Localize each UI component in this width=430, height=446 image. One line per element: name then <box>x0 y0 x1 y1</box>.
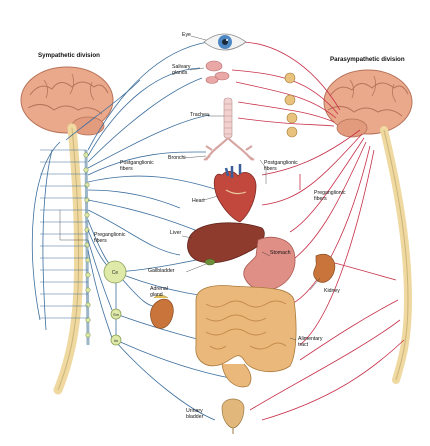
eye <box>203 33 247 51</box>
svg-text:Sm: Sm <box>113 312 120 317</box>
label-salivary-glands: Salivary glands <box>172 64 191 76</box>
label-kidney: Kidney <box>324 288 340 294</box>
intestines <box>195 285 297 388</box>
label-heart: Heart <box>192 198 205 204</box>
gallbladder <box>204 258 216 266</box>
bronchi <box>203 137 255 161</box>
label-gallbladder: Gallbladder <box>148 268 175 274</box>
label-preganglionic-right: Preganglionic fibers <box>314 190 346 202</box>
adrenal-gland <box>150 294 174 329</box>
label-postganglionic-left: Postganglionic fibers <box>120 160 154 172</box>
spinal-cord-right <box>380 126 413 384</box>
brain-left <box>20 66 114 136</box>
label-liver: Liver <box>170 230 182 236</box>
urinary-bladder <box>221 398 245 434</box>
parasympathetic-ganglia <box>284 72 298 138</box>
liver <box>187 222 265 264</box>
trachea <box>223 97 233 139</box>
label-bronchi: Bronchi <box>168 155 186 161</box>
celiac-ganglion: Ce <box>103 260 127 284</box>
label-adrenal-gland: Adrenal gland <box>150 286 168 298</box>
salivary-glands <box>205 60 230 84</box>
parasympathetic-division-title: Parasympathetic division <box>330 56 405 63</box>
label-leaders <box>59 35 321 341</box>
parasympathetic-nerves <box>231 41 405 421</box>
stomach <box>243 236 296 291</box>
heart <box>213 164 257 223</box>
label-alimentary-tract: Alimentary tract <box>298 336 323 348</box>
sympathetic-chain <box>83 149 91 346</box>
svg-text:Ce: Ce <box>112 270 119 276</box>
label-postganglionic-right: Postganglionic fibers <box>264 160 298 172</box>
label-stomach: Stomach <box>270 250 291 256</box>
svg-text:Im: Im <box>114 338 119 343</box>
inferior-mesenteric-ganglion: Im <box>110 334 122 346</box>
label-urinary-bladder: Urinary bladder <box>186 408 204 420</box>
sympathetic-division-title: Sympathetic division <box>38 52 100 59</box>
label-trachea: Trachea <box>190 112 209 118</box>
kidney <box>313 253 336 283</box>
label-preganglionic-left: Preganglionic fibers <box>94 232 126 244</box>
brain-right <box>323 69 413 138</box>
superior-mesenteric-ganglion: Sm <box>110 308 122 320</box>
label-eye: Eye <box>182 32 191 38</box>
